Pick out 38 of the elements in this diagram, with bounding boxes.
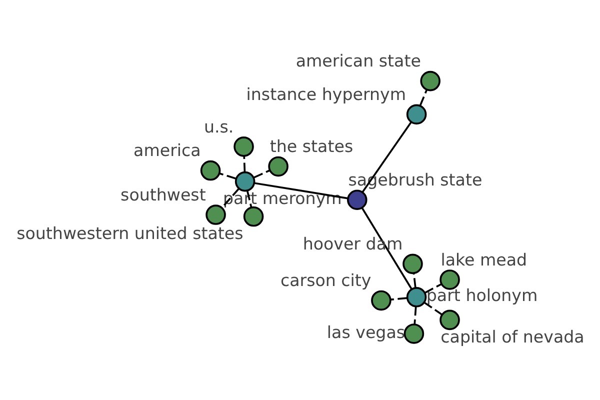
node-label: lake mead: [440, 250, 528, 269]
node-circle: [200, 160, 221, 180]
connector: [361, 207, 412, 289]
node-label: part holonym: [426, 286, 538, 305]
connector: [243, 155, 246, 172]
node-circle: [440, 269, 460, 290]
node-label: the states: [270, 136, 354, 156]
node-label: u.s.: [204, 116, 234, 136]
node-label: capital of nevada: [440, 326, 584, 346]
node-label: southwest: [120, 184, 206, 204]
connector: [254, 169, 270, 178]
connector: [424, 282, 442, 294]
node-label: southwestern united states: [16, 224, 244, 243]
node-circle: [440, 309, 460, 330]
node-label: instance hypernym: [246, 84, 406, 104]
node-circle: [406, 104, 427, 124]
node-label: carson city: [280, 270, 372, 290]
node-circle: [404, 323, 424, 344]
node-circle: [371, 290, 392, 310]
node-circle: [402, 253, 423, 274]
connector: [414, 306, 417, 324]
node-circle: [420, 70, 440, 91]
node-circle: [206, 204, 226, 224]
node-label: american state: [296, 51, 421, 70]
node-circle: [406, 286, 427, 307]
node-label: las vegas: [326, 322, 406, 342]
node-circle: [234, 136, 254, 156]
connector: [424, 301, 442, 315]
connector: [254, 182, 348, 199]
connector: [419, 89, 428, 106]
connector: [412, 273, 416, 287]
node-circle: [268, 156, 288, 176]
connector: [219, 172, 236, 179]
connector: [390, 296, 407, 300]
node-label: america: [134, 140, 201, 160]
node-circle: [346, 189, 368, 210]
node-circle: [234, 170, 256, 192]
node-circle: [243, 206, 264, 226]
